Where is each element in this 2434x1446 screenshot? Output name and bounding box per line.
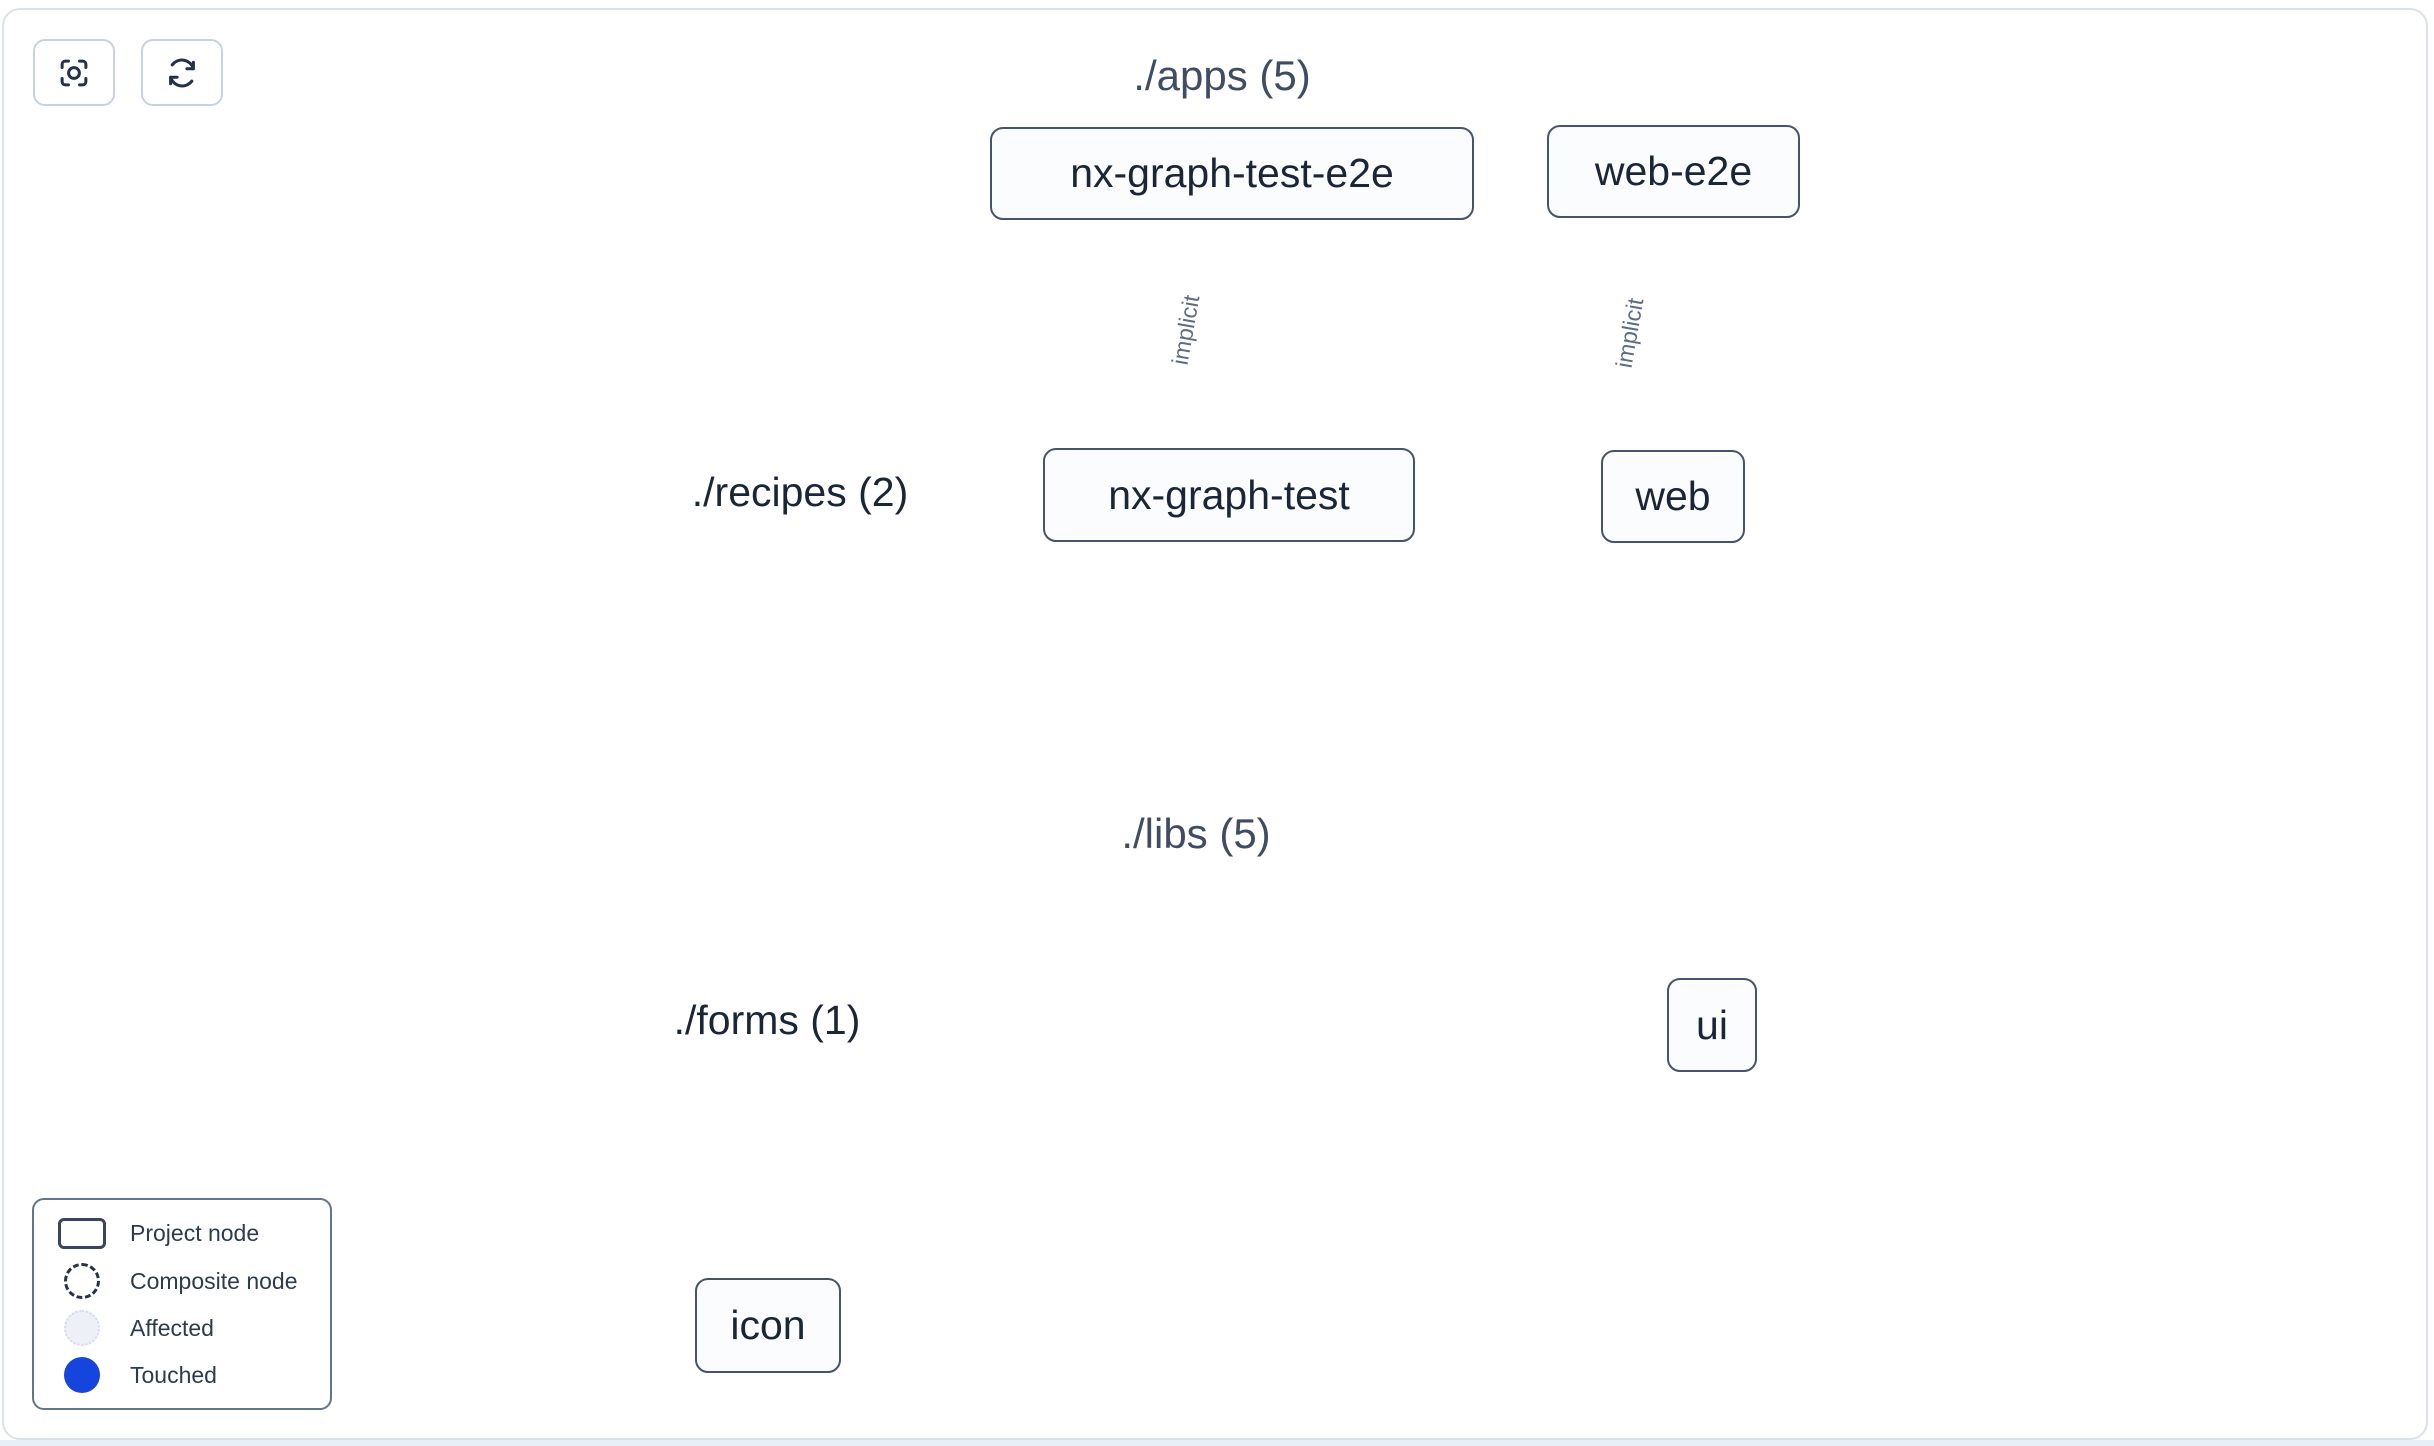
crosshair-focus-icon (60, 59, 88, 86)
legend-item-touched: Touched (130, 1362, 217, 1388)
page-background-strip (0, 1440, 2434, 1446)
project-node-nx-graph-test[interactable]: nx-graph-test (1043, 448, 1415, 542)
composite-node-forms-label[interactable]: ./forms (1) (673, 997, 861, 1043)
graph-viewport-frame (2, 8, 2428, 1440)
composite-node-recipes-label[interactable]: ./recipes (2) (691, 469, 909, 515)
focus-graph-button[interactable] (33, 39, 115, 106)
libs-group-label: ./libs (5) (1121, 810, 1271, 857)
legend-item-composite-node: Composite node (130, 1268, 298, 1294)
affected-swatch-icon (64, 1310, 100, 1346)
project-node-web[interactable]: web (1601, 450, 1745, 543)
apps-group-label: ./apps (5) (1133, 52, 1311, 99)
touched-swatch-icon (64, 1357, 100, 1393)
legend-item-project-node: Project node (130, 1220, 260, 1246)
project-node-ui[interactable]: ui (1667, 978, 1757, 1072)
refresh-cycle-icon (169, 58, 195, 87)
project-node-swatch-icon (58, 1218, 106, 1249)
refresh-graph-button[interactable] (141, 39, 223, 106)
composite-node-swatch-icon (64, 1263, 100, 1299)
project-node-nx-graph-test-e2e[interactable]: nx-graph-test-e2e (990, 127, 1474, 220)
legend-item-affected: Affected (130, 1315, 214, 1341)
project-node-web-e2e[interactable]: web-e2e (1547, 125, 1800, 218)
project-node-icon[interactable]: icon (695, 1278, 841, 1373)
